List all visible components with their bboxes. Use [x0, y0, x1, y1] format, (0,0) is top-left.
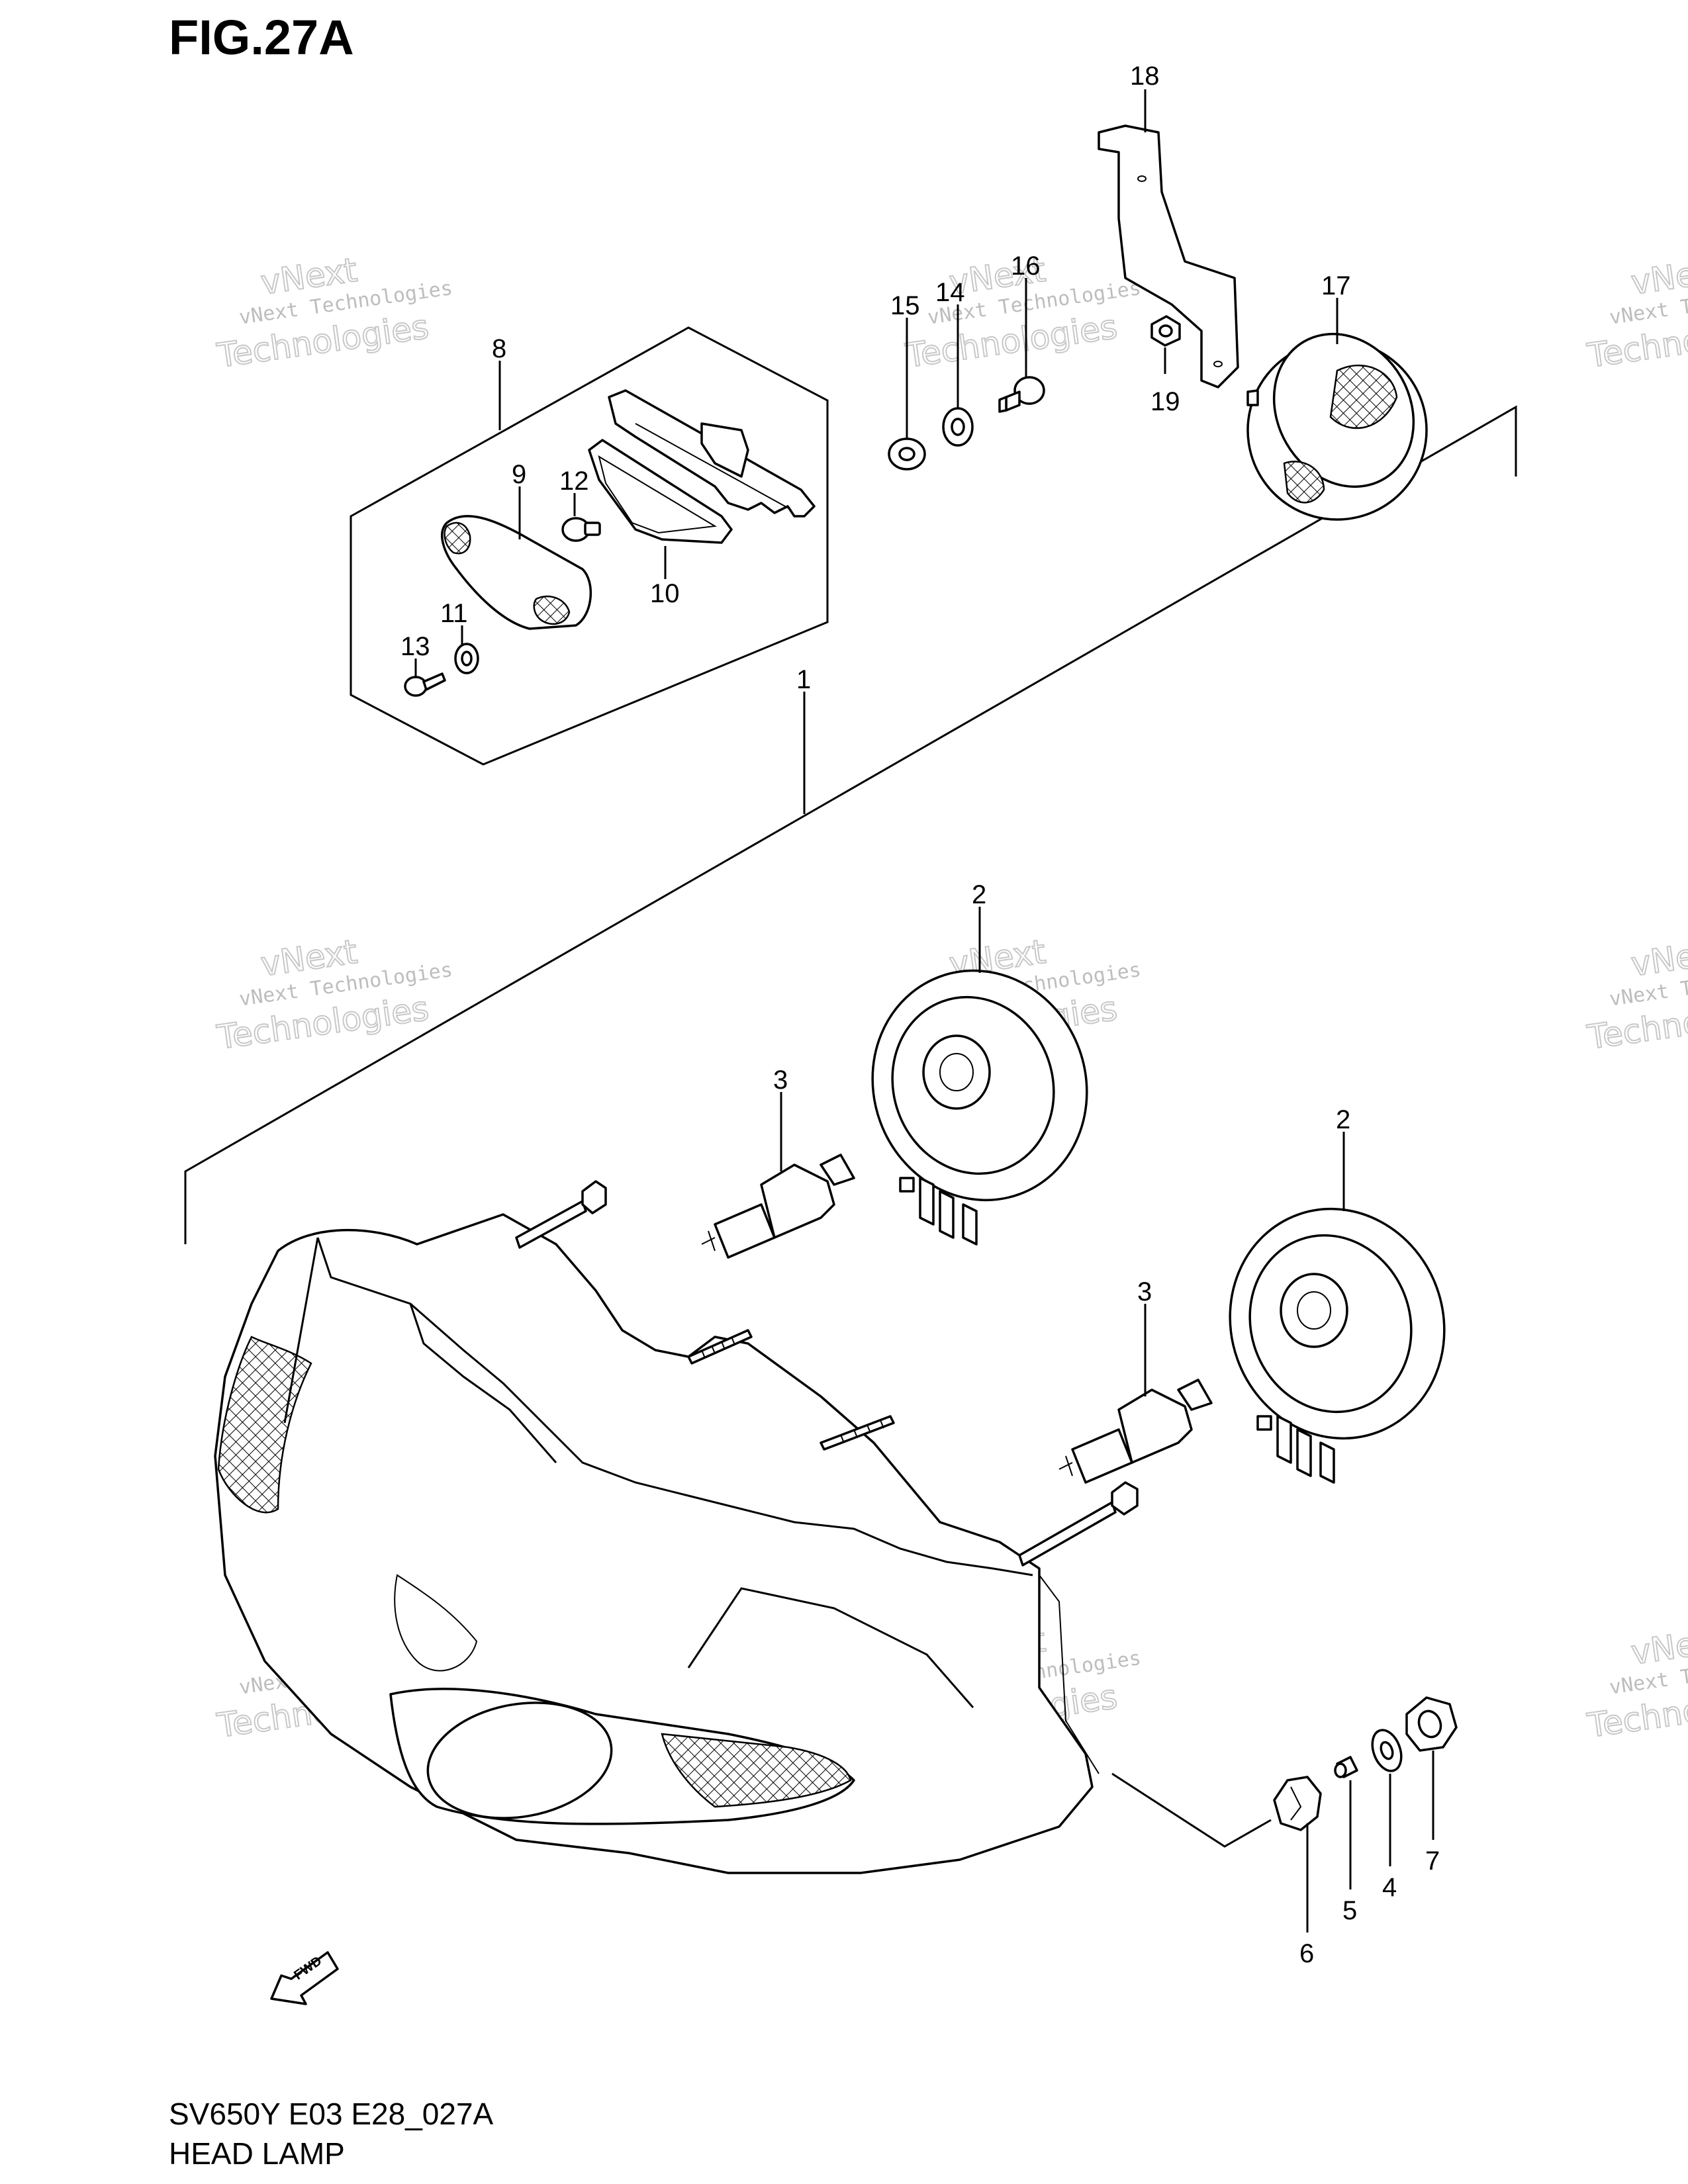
watermark: vNext vNext Technologies Technologies: [1584, 1620, 1688, 1746]
watermark: vNext vNext Technologies Technologies: [214, 250, 454, 376]
signal-bulb: [561, 517, 601, 542]
callout-3-upper: 3: [773, 1066, 788, 1095]
reflector: [1246, 332, 1428, 521]
callout-12: 12: [559, 467, 589, 496]
adjuster-nut-6: [1273, 1776, 1322, 1831]
washer-4: [1371, 1729, 1403, 1772]
nut-19: [1150, 315, 1181, 347]
leader-lines: [414, 89, 1434, 1933]
callout-13: 13: [400, 632, 430, 661]
callout-16: 16: [1011, 251, 1041, 281]
watermark-line2: vNext: [1628, 1621, 1688, 1672]
signal-socket-housing: [608, 389, 816, 518]
adjuster-leader: [1111, 1772, 1272, 1848]
callout-18: 18: [1130, 62, 1160, 91]
callout-5: 5: [1342, 1896, 1357, 1925]
dust-cover-upper: [871, 969, 1088, 1246]
callout-14: 14: [935, 278, 965, 307]
spacer-5: [1334, 1756, 1358, 1778]
model-code: SV650Y E03 E28_027A: [169, 2097, 494, 2131]
adjuster-screw-b: [820, 1415, 895, 1451]
headlamp-bulb-upper: [701, 1154, 855, 1259]
callout-4: 4: [1382, 1873, 1397, 1902]
washer-14: [942, 407, 974, 447]
figure-title: FIG.27A: [169, 10, 354, 65]
callout-labels: 1 2 2 3 3 4 5 6 7 8 9 10 11 12 13 14 15 …: [400, 62, 1440, 1968]
section-name: HEAD LAMP: [169, 2136, 345, 2171]
signal-washer: [454, 643, 479, 674]
turn-signal-lens: [441, 515, 592, 630]
bolt-16: [998, 376, 1045, 413]
mounting-bolt-right: [1018, 1481, 1139, 1567]
signal-gasket: [588, 439, 733, 544]
washer-15: [888, 437, 926, 471]
callout-6: 6: [1299, 1939, 1314, 1968]
forward-arrow-icon: FWD: [270, 1951, 339, 2005]
callout-15: 15: [890, 291, 920, 320]
adjuster-screw-a: [687, 1329, 753, 1365]
reflector-bracket: [1098, 124, 1239, 388]
callout-10: 10: [650, 579, 680, 608]
signal-screw: [404, 672, 446, 697]
callout-2-lower: 2: [1336, 1105, 1350, 1134]
headlamp-bulb-lower: [1058, 1379, 1213, 1484]
watermark: vNext vNext Technologies Technologies: [1584, 932, 1688, 1058]
watermark-line2: vNext: [1628, 933, 1688, 984]
flange-nut-7: [1405, 1696, 1458, 1752]
turn-signal-kit-box: [350, 326, 829, 766]
watermark: vNext vNext Technologies Technologies: [902, 250, 1143, 376]
callout-19: 19: [1150, 387, 1180, 416]
mounting-bolt-top: [515, 1180, 607, 1249]
callout-17: 17: [1321, 271, 1351, 300]
dust-cover-lower: [1229, 1207, 1446, 1484]
watermark-line2: vNext: [1628, 251, 1688, 302]
watermark: vNext vNext Technologies Technologies: [1584, 250, 1688, 376]
callout-8: 8: [492, 334, 506, 363]
callout-1: 1: [796, 665, 811, 694]
callout-9: 9: [512, 460, 526, 489]
callout-7: 7: [1425, 1846, 1440, 1876]
callout-2-upper: 2: [972, 880, 986, 909]
assembly-bracket: [184, 405, 1517, 1244]
headlamp-housing: [214, 1213, 1100, 1874]
callout-3-lower: 3: [1137, 1277, 1152, 1306]
watermark: vNext vNext Technologies Technologies: [214, 932, 454, 1058]
callout-11: 11: [440, 599, 468, 628]
